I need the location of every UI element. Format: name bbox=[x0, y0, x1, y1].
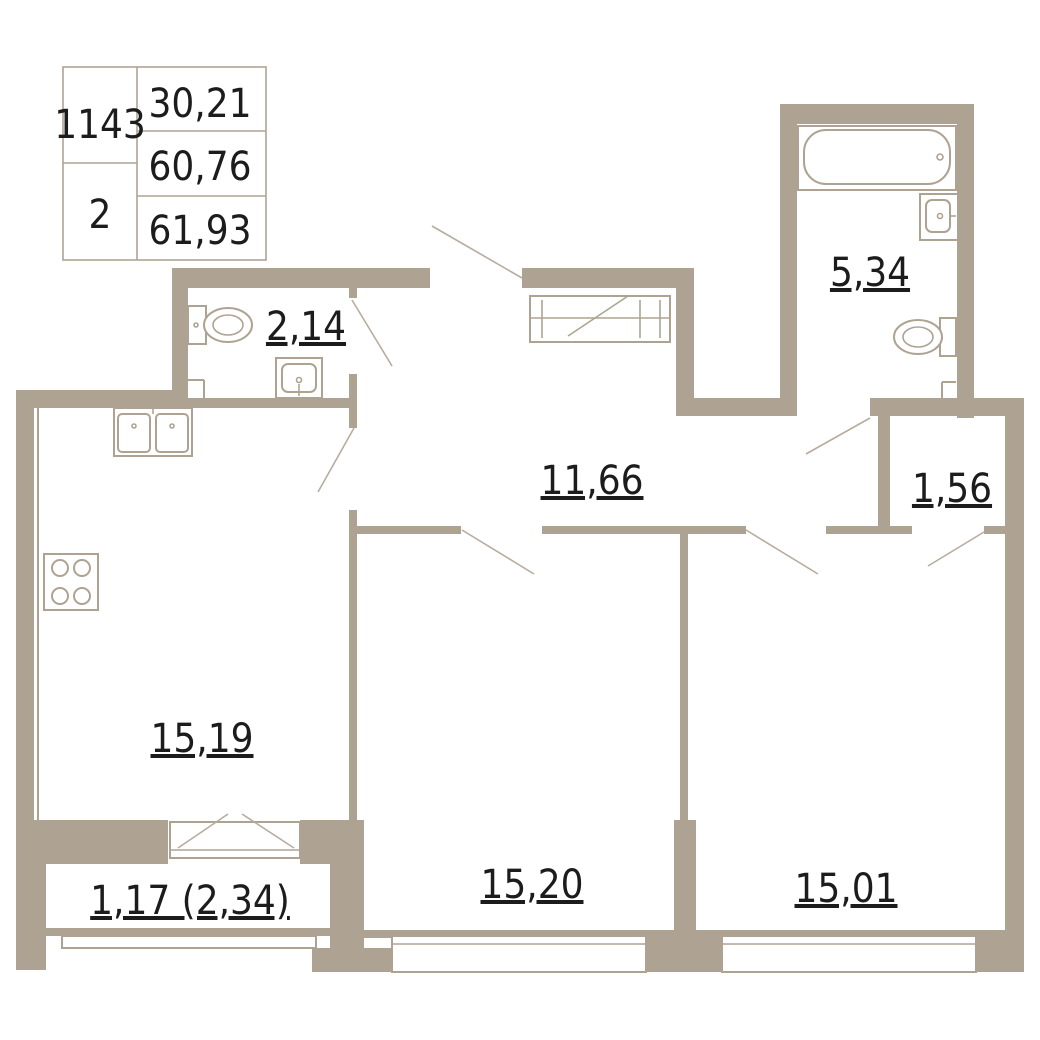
wardrobe-icon bbox=[529, 295, 671, 343]
wall bbox=[878, 416, 890, 528]
wall bbox=[349, 374, 357, 412]
wall bbox=[349, 408, 357, 428]
balcony-door-swing bbox=[241, 813, 295, 849]
room-labels: 2,14 5,34 11,66 1,56 15,19 1,17 (2,34) 1… bbox=[90, 250, 992, 924]
kitchen-sink-icon bbox=[113, 407, 193, 457]
room-label-bathroom-small: 2,14 bbox=[266, 304, 346, 350]
apartment-info-table: 1143 2 30,21 60,76 61,93 bbox=[54, 66, 267, 261]
wall bbox=[1005, 398, 1024, 972]
wall bbox=[357, 526, 461, 534]
wall bbox=[676, 398, 797, 416]
room-label-bathroom-large: 5,34 bbox=[830, 250, 910, 296]
kitchen-door-swing bbox=[317, 427, 355, 493]
room-label-hallway: 11,66 bbox=[541, 458, 644, 504]
wall bbox=[780, 104, 797, 416]
windows bbox=[37, 408, 977, 973]
balcony-door bbox=[169, 821, 301, 859]
balcony-window bbox=[61, 935, 317, 949]
wall bbox=[16, 820, 168, 864]
wall bbox=[972, 930, 1024, 972]
room-count: 2 bbox=[89, 192, 112, 238]
stove-icon bbox=[43, 553, 99, 611]
room-label-storage: 1,56 bbox=[912, 466, 992, 512]
bedroom-middle-window bbox=[391, 935, 647, 973]
wall bbox=[16, 390, 188, 408]
apartment-number: 1143 bbox=[54, 102, 146, 148]
balcony-door-swing bbox=[177, 813, 229, 849]
wall bbox=[957, 104, 974, 418]
wall bbox=[674, 820, 696, 972]
bathroom-large-door-swing bbox=[805, 417, 871, 455]
sink-icon bbox=[275, 357, 323, 399]
wall bbox=[522, 268, 694, 288]
wall bbox=[984, 526, 1006, 534]
wall bbox=[542, 526, 746, 534]
room-label-balcony: 1,17 (2,34) bbox=[90, 878, 290, 924]
wall bbox=[870, 398, 1024, 416]
wall bbox=[349, 820, 364, 972]
wall bbox=[16, 864, 46, 970]
bedroom-right-window bbox=[721, 935, 977, 973]
total-area-with-balcony: 61,93 bbox=[149, 208, 252, 254]
room-label-bedroom-right: 15,01 bbox=[795, 866, 898, 912]
room-label-kitchen: 15,19 bbox=[151, 716, 254, 762]
wall bbox=[364, 930, 654, 938]
sink-icon bbox=[919, 193, 959, 241]
bathtub-icon bbox=[797, 125, 957, 191]
wall bbox=[676, 268, 694, 416]
entrance-door-swing bbox=[431, 225, 523, 279]
walls bbox=[16, 104, 1024, 972]
total-area: 60,76 bbox=[149, 144, 252, 190]
toilet-icon bbox=[187, 305, 253, 345]
bedroom-middle-door-swing bbox=[461, 529, 535, 575]
bedroom-right-door-swing bbox=[745, 529, 819, 575]
door-swings bbox=[177, 225, 985, 849]
bathroom-small-door-swing bbox=[351, 299, 393, 367]
wall bbox=[312, 948, 398, 972]
wall bbox=[349, 510, 357, 820]
wall bbox=[680, 534, 688, 820]
toilet-icon bbox=[893, 317, 957, 357]
wall bbox=[696, 930, 1010, 938]
wall bbox=[172, 268, 188, 408]
wall bbox=[349, 288, 357, 298]
living-area: 30,21 bbox=[149, 81, 252, 127]
room-label-bedroom-middle: 15,20 bbox=[481, 862, 584, 908]
storage-door-swing bbox=[927, 531, 985, 567]
wall bbox=[46, 928, 330, 936]
wall bbox=[172, 268, 430, 288]
wall bbox=[826, 526, 912, 534]
wall bbox=[172, 398, 357, 408]
wall bbox=[780, 104, 974, 124]
